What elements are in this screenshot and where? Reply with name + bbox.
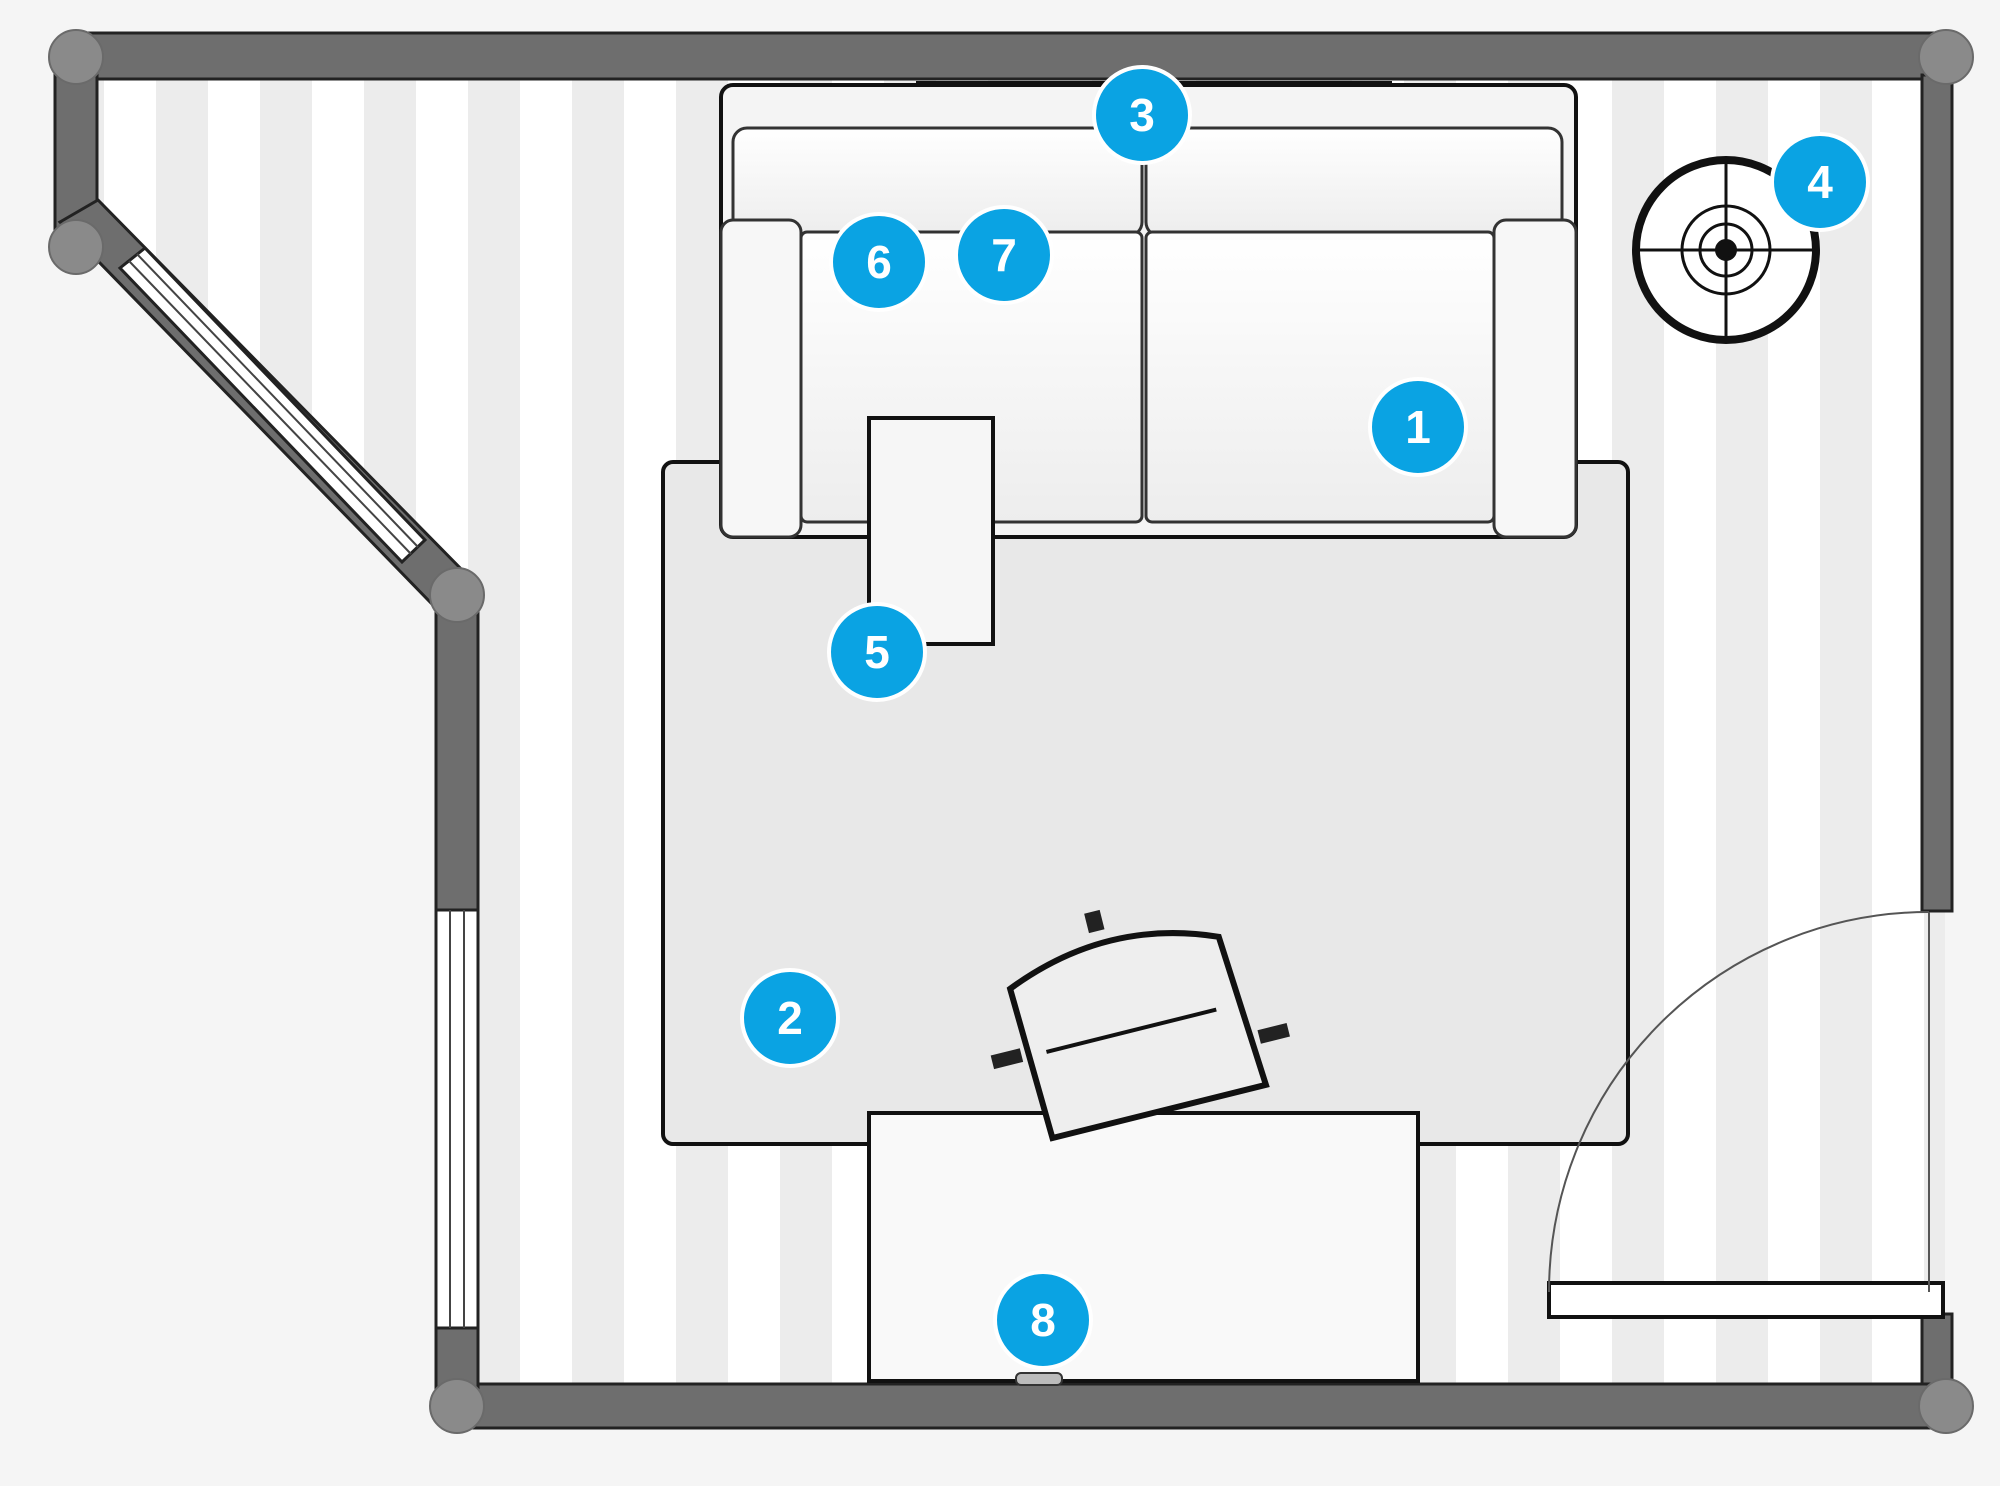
sofa-back-cushion-right [1144, 126, 1564, 238]
wall-joints [48, 29, 1974, 1434]
marker-7-label: 7 [991, 229, 1017, 281]
marker-1: 1 [1368, 377, 1468, 477]
marker-2-label: 2 [777, 992, 803, 1044]
marker-6-label: 6 [866, 236, 892, 288]
desk [867, 1111, 1420, 1383]
marker-7: 7 [954, 205, 1054, 305]
sofa-arm-right [1492, 218, 1578, 539]
sofa-seat-right [1144, 230, 1496, 524]
walls [53, 31, 1956, 1430]
sofa-arm-left [719, 218, 803, 539]
wall-right-upper [1920, 73, 1954, 913]
marker-2: 2 [740, 968, 840, 1068]
marker-8-label: 8 [1030, 1294, 1056, 1346]
marker-8: 8 [993, 1270, 1093, 1370]
marker-5-label: 5 [864, 626, 890, 678]
marker-6: 6 [829, 212, 929, 312]
door-panel [1547, 1281, 1945, 1319]
marker-3: 3 [1092, 65, 1192, 165]
desk-chair [990, 909, 1290, 1142]
left-window [434, 908, 480, 1330]
marker-5: 5 [827, 602, 927, 702]
markers: 1 2 3 4 5 6 7 8 [740, 65, 1870, 1370]
marker-4-label: 4 [1807, 156, 1833, 208]
desk-outlet [1015, 1372, 1063, 1386]
wall-left-lower-top [434, 590, 480, 914]
wall-bottom [451, 1382, 1955, 1430]
floor-lamp [1632, 156, 1820, 344]
marker-4: 4 [1770, 132, 1870, 232]
marker-1-label: 1 [1405, 401, 1431, 453]
marker-3-label: 3 [1129, 89, 1155, 141]
door [1547, 911, 1945, 1319]
door-swing-arc [1548, 911, 1930, 1293]
wall-top [70, 31, 1956, 81]
